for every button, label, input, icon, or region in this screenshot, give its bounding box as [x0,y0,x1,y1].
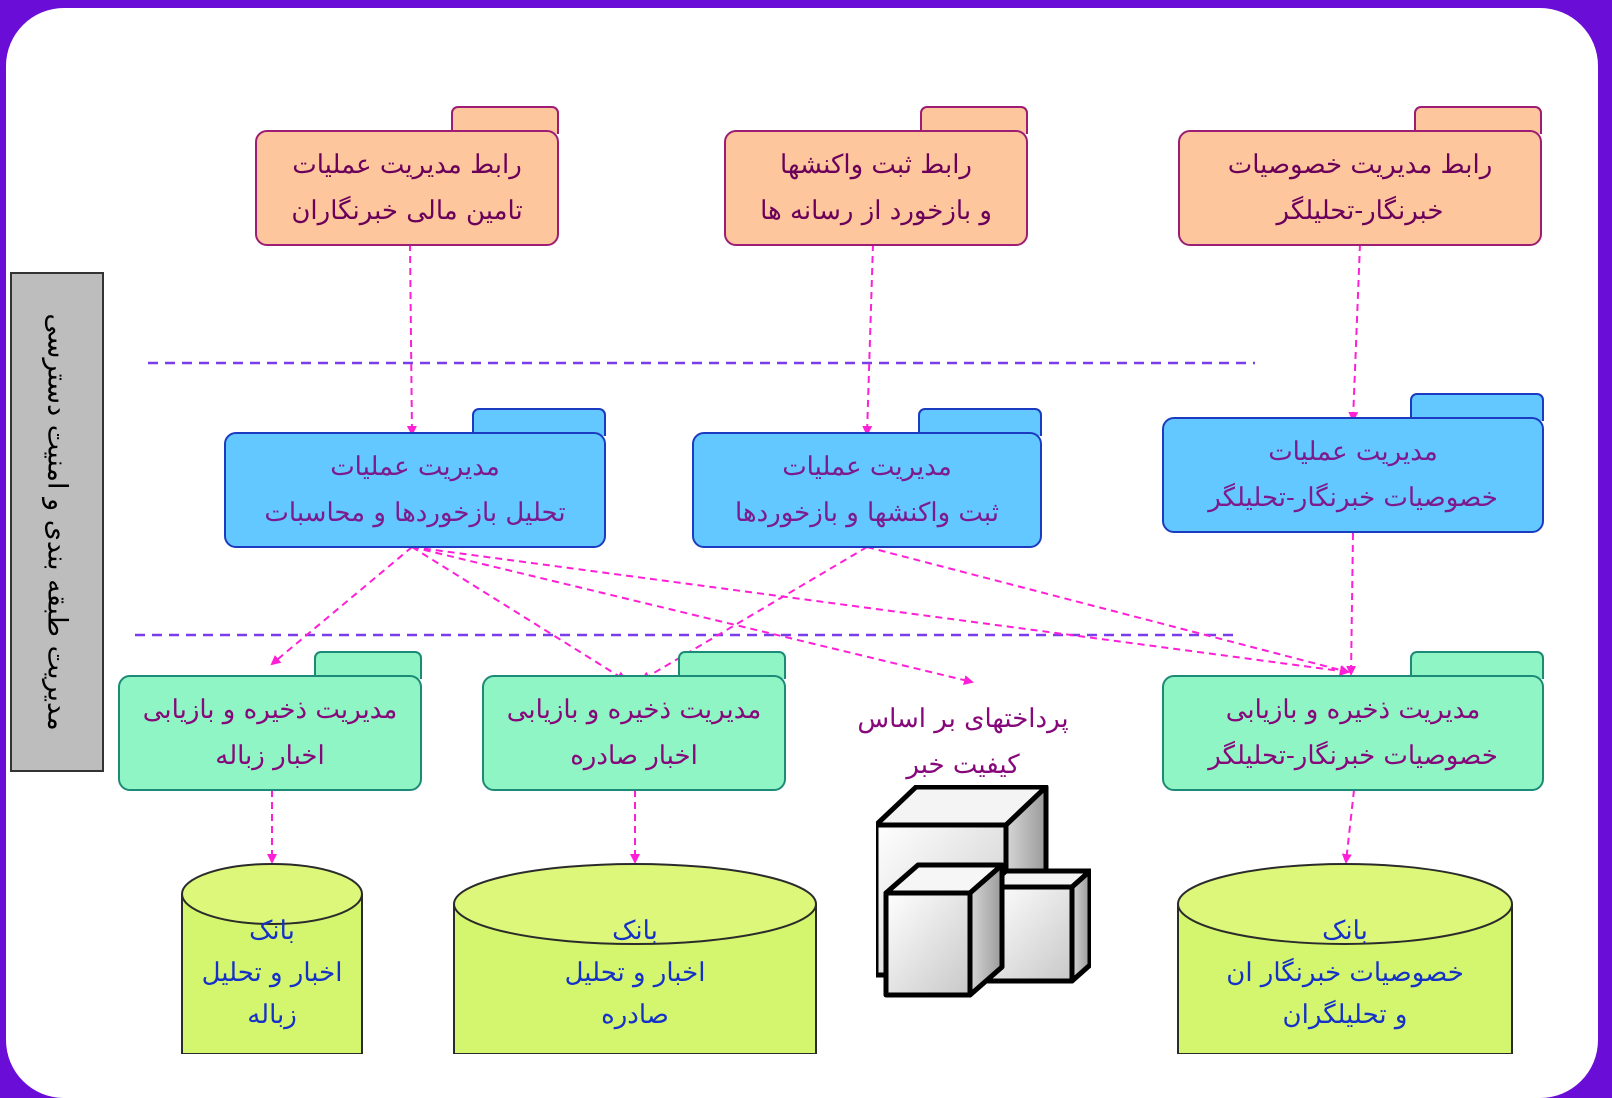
operation-analysis-package: مدیریت عملیات تحلیل بازخوردها و محاسبات [224,408,606,548]
package-body: رابط مدیریت عملیات تامین مالی خبرنگاران [255,130,559,246]
db-waste: بانک اخبار و تحلیل زباله [180,862,364,1054]
storage-profile-line1: مدیریت ذخیره و بازیابی [1225,695,1481,725]
arrow-op1-storage2 [411,546,627,682]
package-body: رابط ثبت واکنشها و بازخورد از رسانه ها [724,130,1028,246]
storage-profile-package: مدیریت ذخیره و بازیابی خصوصیات خبرنگار-ت… [1162,651,1544,791]
db-profiles-line3: و تحلیلگران [1282,1000,1408,1030]
package-tab [1410,651,1544,679]
cylinder-icon [453,863,817,1054]
db-profiles-line2: خصوصیات خبرنگار ان [1226,958,1464,988]
interface-feedback-package: رابط ثبت واکنشها و بازخورد از رسانه ها [724,106,1028,246]
arrow-interface1-op1 [406,243,417,436]
db-profiles-line1: بانک [1322,916,1368,946]
package-tab [920,106,1028,134]
arrow-op1-storage1 [270,546,413,666]
operation-feedback-package: مدیریت عملیات ثبت واکنشها و بازخوردها [692,408,1042,548]
storage-waste-line2: اخبار زباله [215,741,325,771]
diagram-canvas: مدیریت طبقه بندی و امنیت دسترسی [6,8,1598,1098]
db-waste-line3: زباله [247,1000,297,1030]
db-issued-line3: صادره [601,1000,669,1030]
db-profiles-text: بانک خصوصیات خبرنگار ان و تحلیلگران [1176,910,1514,1036]
package-body: رابط مدیریت خصوصیات خبرنگار-تحلیلگر [1178,130,1542,246]
interface-funding-line1: رابط مدیریت عملیات [292,150,522,180]
package-body: مدیریت عملیات ثبت واکنشها و بازخوردها [692,432,1042,548]
arrow-op1-storage3 [411,546,1350,676]
operation-analysis-line2: تحلیل بازخوردها و محاسبات [264,498,566,528]
package-body: مدیریت ذخیره و بازیابی خصوصیات خبرنگار-ت… [1162,675,1544,791]
interface-funding-package: رابط مدیریت عملیات تامین مالی خبرنگاران [255,106,559,246]
db-issued-line2: اخبار و تحلیل [564,958,706,988]
security-sidebar: مدیریت طبقه بندی و امنیت دسترسی [10,272,104,772]
package-tab [1410,393,1544,421]
package-tab [1414,106,1542,134]
package-body: مدیریت عملیات تحلیل بازخوردها و محاسبات [224,432,606,548]
storage-issued-package: مدیریت ذخیره و بازیابی اخبار صادره [482,651,786,791]
operation-feedback-line2: ثبت واکنشها و بازخوردها [734,498,1000,528]
db-waste-line1: بانک [249,916,295,946]
arrow-storage3-db3 [1341,789,1355,864]
package-tab [472,408,606,436]
package-body: مدیریت عملیات خصوصیات خبرنگار-تحلیلگر [1162,417,1544,533]
payments-line1: پرداختهای بر اساس [857,704,1069,734]
interface-profile-line2: خبرنگار-تحلیلگر [1276,196,1444,226]
operation-feedback-line1: مدیریت عملیات [782,452,952,482]
package-tab [314,651,422,679]
storage-waste-package: مدیریت ذخیره و بازیابی اخبار زباله [118,651,422,791]
db-issued: بانک اخبار و تحلیل صادره [452,862,818,1054]
storage-issued-line1: مدیریت ذخیره و بازیابی [506,695,762,725]
package-tab [451,106,559,134]
storage-profile-line2: خصوصیات خبرنگار-تحلیلگر [1208,741,1498,771]
storage-waste-line1: مدیریت ذخیره و بازیابی [142,695,398,725]
db-profiles: بانک خصوصیات خبرنگار ان و تحلیلگران [1176,862,1514,1054]
storage-issued-line2: اخبار صادره [570,741,698,771]
db-waste-text: بانک اخبار و تحلیل زباله [180,910,364,1036]
arrow-interface2-op2 [862,243,874,436]
package-body: مدیریت ذخیره و بازیابی اخبار زباله [118,675,422,791]
interface-feedback-line1: رابط ثبت واکنشها [780,150,972,180]
payments-line2: کیفیت خبر [906,750,1020,780]
interface-funding-line2: تامین مالی خبرنگاران [291,196,523,226]
db-waste-line2: اخبار و تحلیل [201,958,343,988]
db-issued-line1: بانک [612,916,658,946]
arrow-op1-payments [411,546,974,685]
operation-analysis-line1: مدیریت عملیات [330,452,500,482]
cubes-icon [876,785,1091,998]
interface-feedback-line2: و بازخورد از رسانه ها [760,196,992,226]
arrow-op2-storage3 [866,546,1350,675]
package-body: مدیریت ذخیره و بازیابی اخبار صادره [482,675,786,791]
cylinder-icon [181,863,363,1054]
interface-profile-package: رابط مدیریت خصوصیات خبرنگار-تحلیلگر [1178,106,1542,246]
package-tab [678,651,786,679]
cylinder-icon [1177,863,1513,1054]
interface-profile-line1: رابط مدیریت خصوصیات [1227,150,1493,180]
operation-profile-package: مدیریت عملیات خصوصیات خبرنگار-تحلیلگر [1162,393,1544,533]
payments-label: پرداختهای بر اساس کیفیت خبر [848,696,1078,788]
operation-profile-line2: خصوصیات خبرنگار-تحلیلگر [1208,483,1498,513]
operation-profile-line1: مدیریت عملیات [1268,437,1438,467]
db-issued-text: بانک اخبار و تحلیل صادره [452,910,818,1036]
package-tab [918,408,1042,436]
arrow-interface3-op3 [1348,243,1361,422]
